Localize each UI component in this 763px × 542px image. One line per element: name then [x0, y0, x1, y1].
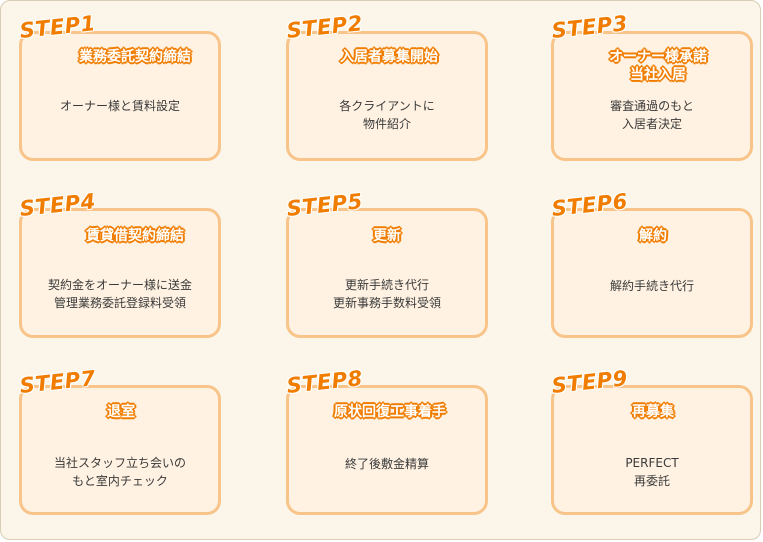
step-desc-1-line-1: オーナー様と賃料設定: [59, 99, 180, 113]
step-title-6: 解約: [603, 227, 703, 245]
step-desc-5: 更新手続き代行 更新事務手数料受領: [288, 276, 486, 312]
step-desc-3-line-1: 審査通過のもと: [610, 99, 694, 113]
step-desc-6: 解約手続き代行: [553, 277, 751, 295]
step-title-3: オーナー様承諾 当社入居: [583, 48, 733, 84]
step-card-6: [551, 208, 753, 338]
step-desc-1: オーナー様と賃料設定: [21, 97, 219, 115]
step-desc-5-line-1: 更新手続き代行: [344, 278, 429, 292]
step-card-2: [286, 31, 488, 161]
step-title-6-line-1: 解約: [639, 228, 667, 244]
step-title-9: 再募集: [603, 403, 703, 421]
step-title-8-line-1: 原状回復工事着手: [334, 404, 446, 420]
step-title-2: 入居者募集開始: [319, 48, 459, 66]
step-title-5-line-1: 更新: [373, 228, 401, 244]
step-desc-7: 当社スタッフ立ち会いの もと室内チェック: [21, 454, 219, 490]
step-desc-2-line-1: 各クライアントに: [339, 99, 435, 113]
step-desc-7-line-2: もと室内チェック: [72, 474, 168, 488]
step-card-8: [286, 385, 488, 515]
step-title-8: 原状回復工事着手: [315, 403, 465, 421]
step-desc-6-line-1: 解約手続き代行: [609, 279, 694, 293]
step-desc-4-line-2: 管理業務委託登録料受領: [53, 296, 186, 310]
step-desc-7-line-1: 当社スタッフ立ち会いの: [53, 456, 186, 470]
step-title-7: 退室: [71, 403, 171, 421]
step-title-3-line-2: 当社入居: [630, 67, 686, 83]
step-desc-9-line-1: PERFECT: [625, 456, 679, 470]
step-desc-5-line-2: 更新事務手数料受領: [332, 296, 441, 310]
step-desc-9-line-2: 再委託: [633, 474, 670, 488]
step-card-4: [19, 208, 221, 338]
step-desc-3-line-2: 入居者決定: [621, 117, 682, 131]
step-card-1: [19, 31, 221, 161]
step-title-9-line-1: 再募集: [632, 404, 674, 420]
step-title-4: 賃貸借契約締結: [63, 227, 207, 245]
step-title-2-line-1: 入居者募集開始: [340, 49, 438, 65]
step-title-1: 業務委託契約締結: [59, 48, 211, 66]
step-title-1-line-1: 業務委託契約締結: [79, 49, 191, 65]
step-desc-8: 終了後敷金精算: [288, 455, 486, 473]
step-desc-2-line-2: 物件紹介: [362, 117, 411, 131]
step-desc-4: 契約金をオーナー様に送金 管理業務委託登録料受領: [21, 276, 219, 312]
step-desc-8-line-1: 終了後敷金精算: [344, 457, 429, 471]
step-title-3-line-1: オーナー様承諾: [609, 49, 707, 65]
step-card-9: [551, 385, 753, 515]
step-desc-2: 各クライアントに 物件紹介: [288, 97, 486, 133]
step-title-5: 更新: [337, 227, 437, 245]
step-desc-9: PERFECT 再委託: [553, 454, 751, 490]
step-title-7-line-1: 退室: [107, 404, 135, 420]
step-card-3: [551, 31, 753, 161]
step-desc-3: 審査通過のもと 入居者決定: [553, 97, 751, 133]
step-desc-4-line-1: 契約金をオーナー様に送金: [47, 278, 192, 292]
step-card-7: [19, 385, 221, 515]
step-title-4-line-1: 賃貸借契約締結: [86, 228, 184, 244]
step-card-5: [286, 208, 488, 338]
